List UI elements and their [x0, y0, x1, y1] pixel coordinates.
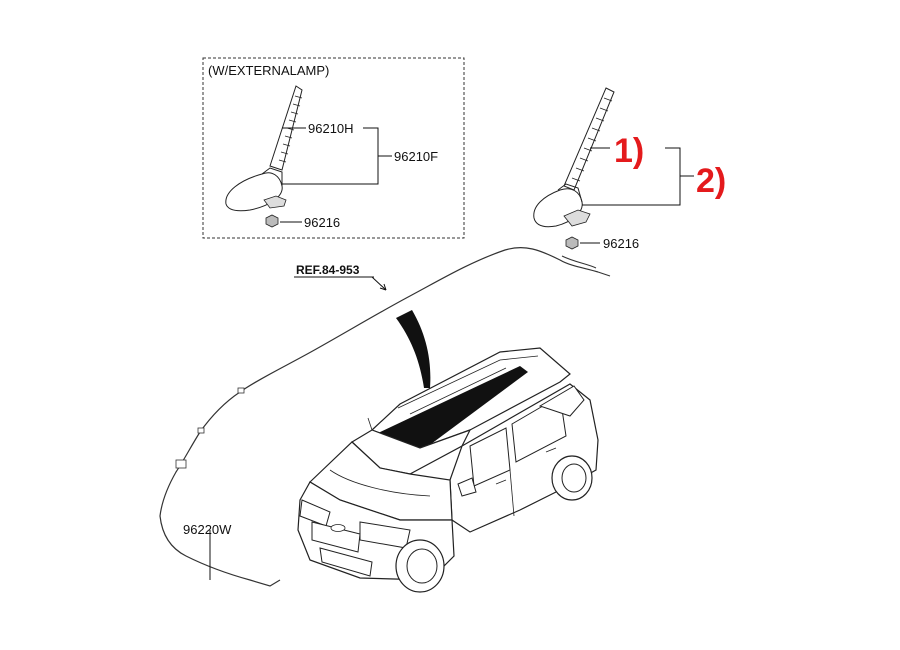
label-96216: 96216: [603, 236, 639, 251]
inset-box: [202, 57, 465, 239]
label-96216-inset: 96216: [304, 215, 340, 230]
inset-nut: [265, 214, 279, 228]
antenna-cable: [159, 247, 611, 587]
pointer-arrow: [396, 310, 431, 388]
ref-label: REF.84-953: [296, 263, 360, 277]
marker-1: 1): [614, 132, 644, 170]
antenna-base: [533, 183, 591, 228]
label-96220W: 96220W: [183, 522, 232, 537]
label-96210H: 96210H: [308, 121, 354, 136]
inset-antenna-base: [225, 167, 287, 212]
antenna-mast: [563, 87, 615, 191]
inset-title: (W/EXTERNALAMP): [208, 63, 329, 78]
antenna-nut: [565, 236, 579, 250]
label-96210F: 96210F: [394, 149, 438, 164]
car-illustration: [297, 347, 599, 593]
marker-2: 2): [696, 162, 726, 200]
